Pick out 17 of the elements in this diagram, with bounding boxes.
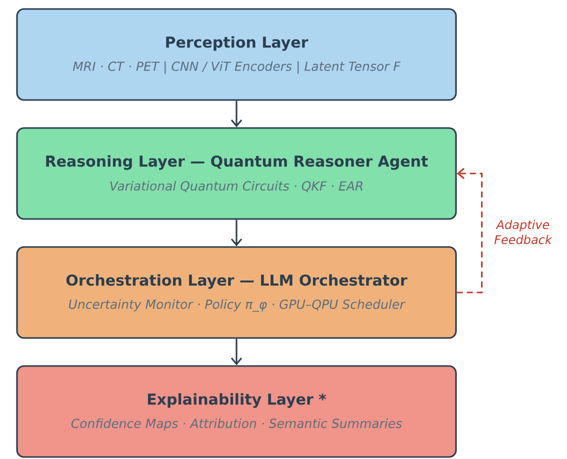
layer-box <box>16 246 457 339</box>
layer-title: Orchestration Layer — LLM Orchestrator <box>66 274 408 289</box>
layer-subtitle: Uncertainty Monitor · Policy π_φ · GPU–QPU Scheduler <box>69 299 406 312</box>
layer-subtitle: Confidence Maps · Attribution · Semantic Summaries <box>71 418 402 431</box>
arrow <box>456 168 483 294</box>
arrow <box>230 338 242 366</box>
arrow <box>230 100 242 128</box>
layer-title: Perception Layer <box>166 36 308 51</box>
layer-subtitle: MRI · CT · PET | CNN / ViT Encoders | Latent Tensor F <box>72 61 401 74</box>
layer-box <box>16 365 457 458</box>
layer-title: Explainability Layer * <box>148 393 326 408</box>
layer-box <box>16 8 457 101</box>
arrow <box>230 220 242 246</box>
layer-box <box>16 127 457 220</box>
layer-title: Reasoning Layer — Quantum Reasoner Agent <box>46 155 428 170</box>
layer-subtitle: Variational Quantum Circuits · QKF · EAR <box>110 180 362 192</box>
edge-label: Adaptive Feedback <box>494 220 552 244</box>
